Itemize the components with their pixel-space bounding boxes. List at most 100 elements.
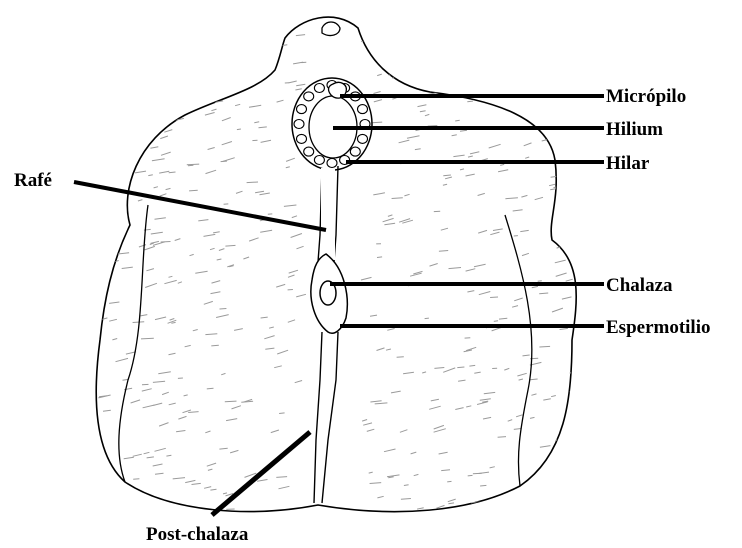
stipple-mark (468, 475, 473, 476)
stipple-mark (533, 488, 539, 489)
hilum-cell (327, 159, 337, 168)
stipple-mark (480, 485, 486, 486)
stipple-mark (557, 80, 565, 81)
stipple-mark (569, 37, 577, 38)
raphe-fill (321, 168, 335, 260)
stipple-mark (566, 447, 573, 448)
stipple-mark (467, 101, 473, 102)
stipple-mark (207, 388, 214, 389)
stipple-mark (556, 452, 561, 454)
stipple-mark (494, 321, 498, 322)
stipple-mark (187, 164, 199, 165)
stipple-mark (568, 188, 580, 191)
stipple-mark (498, 437, 506, 438)
stipple-mark (536, 494, 541, 495)
stipple-mark (158, 117, 169, 118)
stipple-mark (159, 35, 170, 36)
label-chalaza: Chalaza (606, 275, 673, 296)
stipple-mark (415, 46, 425, 48)
stipple-mark (476, 35, 487, 38)
stipple-mark (490, 297, 498, 298)
stipple-mark (560, 103, 569, 106)
stipple-mark (229, 50, 240, 52)
stipple-mark (562, 188, 566, 189)
stipple-mark (157, 56, 165, 58)
stipple-mark (463, 69, 476, 70)
label-micropilo: Micrópilo (606, 86, 686, 107)
stipple-mark (319, 507, 329, 510)
stipple-mark (219, 82, 229, 83)
stipple-mark (569, 390, 581, 392)
stipple-mark (224, 29, 229, 31)
stipple-mark (559, 32, 567, 34)
stipple-mark (98, 239, 107, 241)
stipple-mark (174, 27, 183, 30)
stipple-mark (221, 38, 232, 40)
stipple-mark (110, 484, 116, 485)
stipple-mark (456, 92, 462, 93)
stipple-mark (225, 245, 235, 246)
stipple-mark (530, 379, 538, 380)
stipple-mark (127, 89, 137, 91)
stipple-mark (132, 81, 137, 83)
stipple-mark (403, 81, 408, 82)
stipple-mark (104, 119, 112, 121)
stipple-mark (378, 61, 384, 63)
stipple-mark (497, 68, 501, 69)
hilum-cell (297, 105, 307, 114)
hilum-cell (358, 134, 368, 143)
label-post-chalaza: Post-chalaza (146, 524, 249, 545)
stipple-mark (429, 36, 440, 40)
stipple-mark (563, 115, 568, 117)
stipple-mark (389, 53, 397, 54)
hilum-cell (314, 84, 324, 93)
stipple-mark (531, 510, 536, 512)
stipple-mark (119, 94, 127, 96)
stipple-mark (539, 293, 548, 294)
stipple-mark (237, 129, 241, 130)
stipple-mark (392, 198, 403, 199)
stipple-mark (535, 85, 545, 87)
stipple-mark (188, 165, 193, 166)
stipple-mark (282, 45, 287, 46)
stipple-mark (480, 54, 490, 57)
stipple-mark (236, 89, 241, 91)
stipple-mark (95, 264, 103, 267)
hilum-cell (314, 156, 324, 165)
stipple-mark (147, 105, 152, 106)
stipple-mark (438, 37, 449, 39)
stipple-mark (572, 43, 583, 45)
stipple-mark (499, 511, 511, 513)
stipple-mark (161, 242, 171, 243)
label-rafe: Rafé (14, 170, 52, 191)
stipple-mark (569, 34, 575, 35)
stipple-mark (571, 482, 580, 484)
stipple-mark (189, 190, 198, 191)
stipple-mark (447, 481, 451, 482)
stipple-mark (118, 228, 128, 230)
hilum-cell (297, 134, 307, 143)
stipple-mark (414, 30, 422, 32)
stipple-mark (475, 40, 483, 42)
stipple-mark (372, 122, 382, 123)
stipple-mark (99, 123, 103, 124)
stipple-mark (246, 59, 252, 60)
stipple-mark (420, 73, 430, 76)
stipple-mark (173, 76, 179, 77)
stipple-mark (518, 91, 523, 92)
hilum-cell (294, 120, 304, 129)
stipple-mark (134, 39, 143, 40)
stipple-mark (123, 126, 128, 128)
hilum-cell (358, 105, 368, 114)
stipple-mark (540, 52, 549, 55)
stipple-mark (246, 38, 258, 41)
hilum-cell (304, 92, 314, 101)
label-espermotilio: Espermotilio (606, 317, 711, 338)
stipple-mark (557, 47, 569, 50)
stipple-mark (110, 134, 121, 138)
stipple-mark (124, 133, 135, 135)
label-hilium: Hilium (606, 119, 663, 140)
stipple-mark (172, 507, 180, 509)
stipple-mark (247, 182, 258, 183)
